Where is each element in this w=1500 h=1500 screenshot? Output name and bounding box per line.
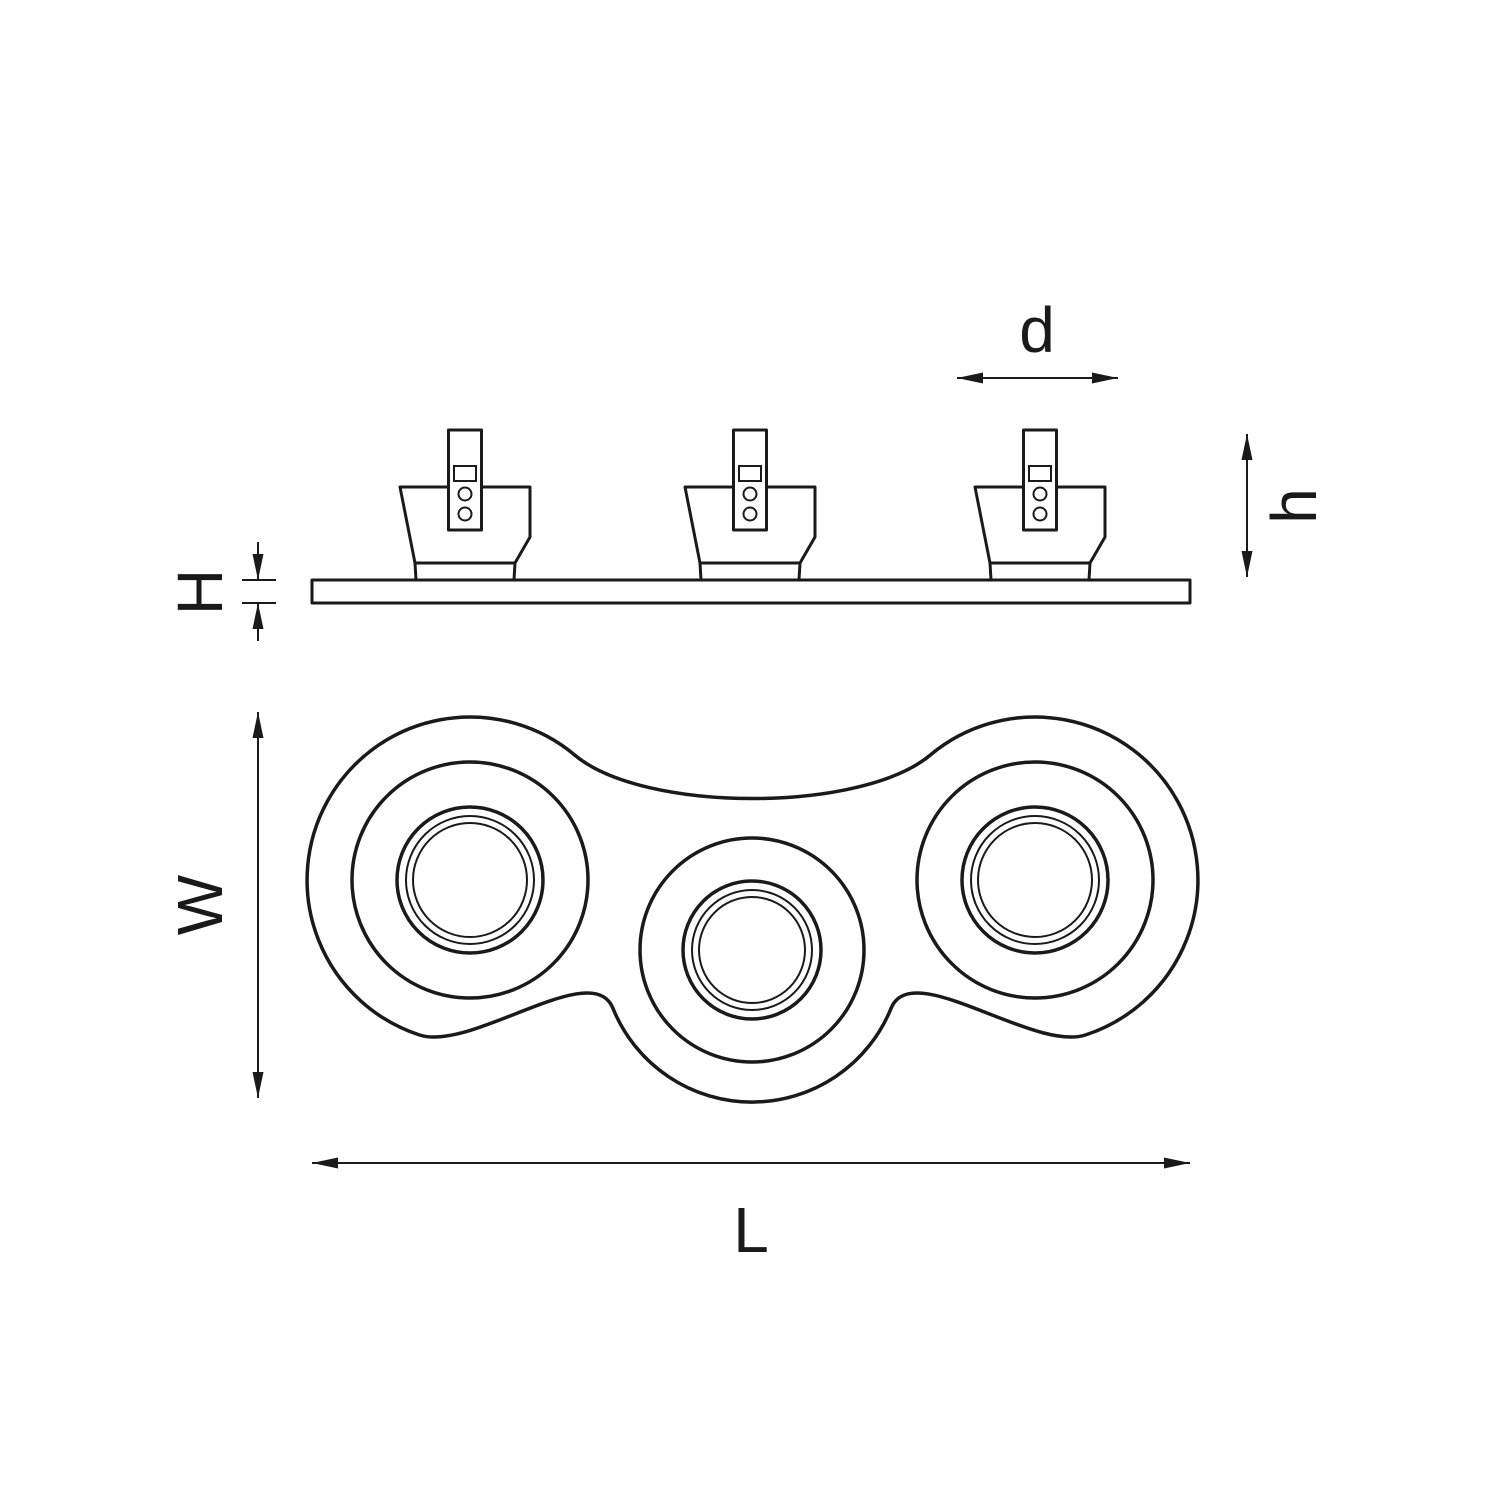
dimension-W-label: W bbox=[164, 874, 236, 935]
lamp-left bbox=[350, 760, 590, 1000]
dimension-d: d bbox=[957, 294, 1118, 384]
trim-outline bbox=[305, 715, 1200, 1104]
fixture-side-left bbox=[398, 428, 532, 582]
dimension-H: H bbox=[164, 542, 276, 641]
dimension-L-arrow-right bbox=[1164, 1157, 1190, 1169]
lamp-center-inner-ring bbox=[681, 879, 823, 1021]
dimension-d-arrow-right bbox=[1092, 372, 1118, 384]
dimension-h: h bbox=[1241, 434, 1330, 577]
lamp-center-lens-ring-1 bbox=[691, 889, 813, 1011]
lamp-center-outer-ring bbox=[638, 836, 866, 1064]
dimension-H-arrow-down bbox=[252, 554, 264, 580]
side-view bbox=[310, 428, 1192, 605]
dimension-H-label: H bbox=[164, 569, 236, 615]
fixture-side-right bbox=[973, 428, 1107, 582]
lamp-center bbox=[638, 836, 866, 1064]
lamp-right-lens-ring-1 bbox=[970, 815, 1100, 945]
dimension-W-arrow-bottom bbox=[252, 1072, 264, 1098]
dimension-L-label: L bbox=[733, 1194, 769, 1266]
lamp-left-inner-ring bbox=[395, 805, 545, 955]
dimension-W: W bbox=[164, 712, 264, 1098]
dimension-W-arrow-top bbox=[252, 712, 264, 738]
dimension-h-arrow-top bbox=[1241, 434, 1253, 460]
lamp-center-lens-ring-2 bbox=[698, 896, 806, 1004]
lamp-right-lens-ring-2 bbox=[977, 822, 1093, 938]
lamp-right-outer-ring bbox=[915, 760, 1155, 1000]
dimension-H-arrow-up bbox=[252, 603, 264, 629]
dimension-L-arrow-left bbox=[312, 1157, 338, 1169]
fixture-side-center bbox=[683, 428, 817, 582]
lamp-right-inner-ring bbox=[960, 805, 1110, 955]
dimension-h-arrow-bottom bbox=[1241, 551, 1253, 577]
dimension-d-arrow-left bbox=[957, 372, 983, 384]
front-view bbox=[305, 715, 1200, 1104]
dimension-d-label: d bbox=[1019, 294, 1055, 366]
lamp-left-lens-ring-2 bbox=[412, 822, 528, 938]
mounting-plate bbox=[310, 578, 1192, 605]
lamp-left-outer-ring bbox=[350, 760, 590, 1000]
lamp-left-lens-ring-1 bbox=[405, 815, 535, 945]
dimension-h-label: h bbox=[1258, 488, 1330, 524]
dimension-L: L bbox=[312, 1157, 1190, 1266]
lamp-right bbox=[915, 760, 1155, 1000]
